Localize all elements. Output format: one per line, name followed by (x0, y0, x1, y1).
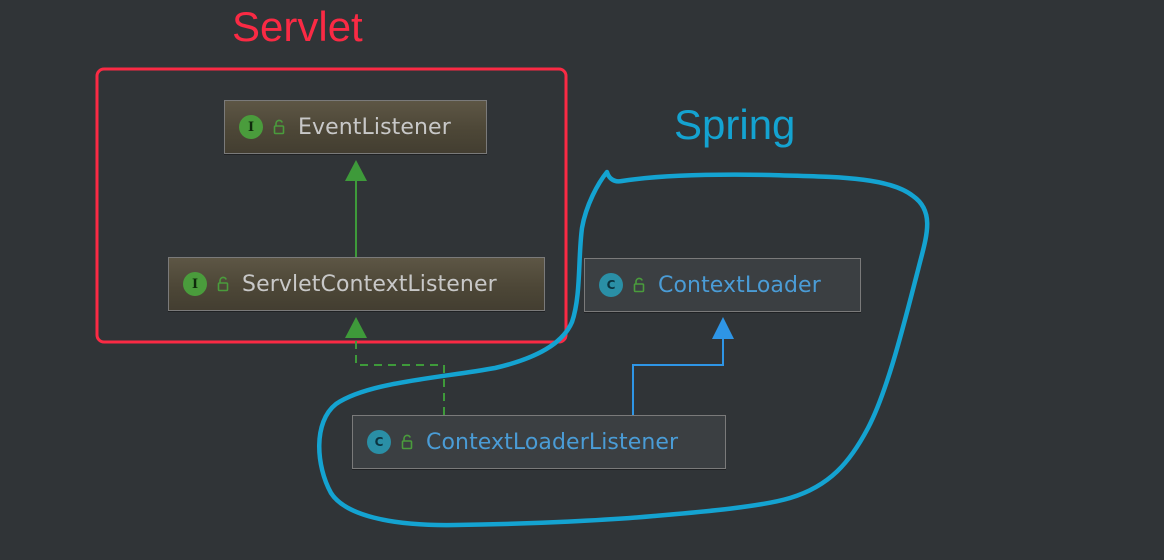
edge-implements-arrowhead (345, 317, 367, 338)
edge-extends-arrowhead (345, 160, 367, 181)
edge-contextloaderlistener-extends-contextloader (632, 339, 724, 415)
edge-class-extends-arrowhead (712, 317, 734, 339)
node-label: EventListener (298, 114, 451, 140)
unlocked-padlock-icon (273, 119, 285, 135)
node-context-loader-listener[interactable]: C ContextLoaderListener (352, 415, 726, 469)
interface-icon: I (239, 115, 263, 139)
node-label: ContextLoader (658, 272, 821, 298)
servlet-annotation-label: Servlet (232, 3, 363, 50)
servlet-highlight-box (95, 67, 568, 344)
unlocked-padlock-icon (633, 277, 645, 293)
node-context-loader[interactable]: C ContextLoader (584, 258, 861, 312)
spring-freehand-outline (317, 169, 930, 528)
unlocked-padlock-icon (401, 434, 413, 450)
class-icon: C (599, 273, 623, 297)
interface-icon: I (183, 272, 207, 296)
node-label: ContextLoaderListener (426, 429, 679, 455)
class-icon: C (367, 430, 391, 454)
node-label: ServletContextListener (242, 271, 497, 297)
node-servlet-context-listener[interactable]: I ServletContextListener (168, 257, 545, 311)
spring-annotation-label: Spring (674, 101, 796, 148)
node-event-listener[interactable]: I EventListener (224, 100, 487, 154)
unlocked-padlock-icon (217, 276, 229, 292)
